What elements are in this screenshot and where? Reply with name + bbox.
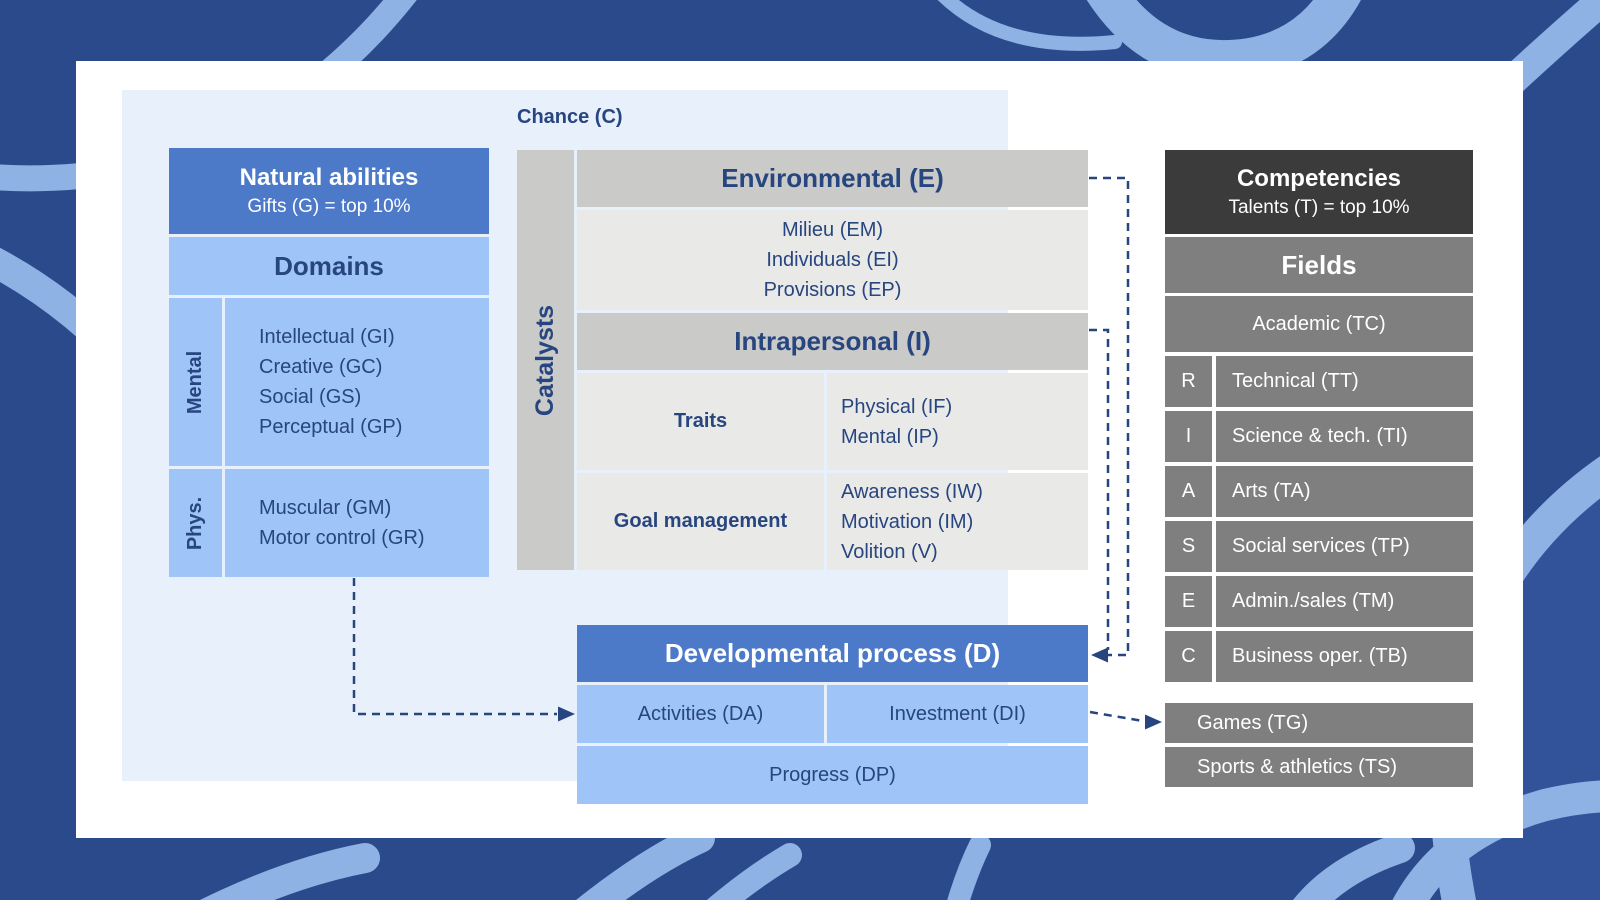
goal-management-label-cell: Goal management — [577, 473, 824, 570]
field-row: Business oper. (TB) — [1216, 631, 1473, 682]
trait-item: Mental (IP) — [841, 425, 939, 448]
goal-item: Awareness (IW) — [841, 480, 983, 503]
domain-item: Social (GS) — [259, 386, 362, 408]
field-row: Arts (TA) — [1216, 466, 1473, 517]
environmental-header: Environmental (E) — [577, 150, 1088, 207]
phys-label: Phys. — [184, 496, 207, 550]
competencies-header: Competencies Talents (T) = top 10% — [1165, 150, 1473, 234]
developmental-process-header: Developmental process (D) — [577, 625, 1088, 682]
mental-label-cell: Mental — [169, 298, 222, 466]
field-row: Science & tech. (TI) — [1216, 411, 1473, 462]
riasec-letter-cell: R — [1165, 356, 1212, 407]
academic-row: Academic (TC) — [1165, 296, 1473, 352]
domain-item: Muscular (GM) — [259, 497, 392, 519]
field-row: Technical (TT) — [1216, 356, 1473, 407]
riasec-letter-cell: E — [1165, 576, 1212, 627]
natural-abilities-header: Natural abilities Gifts (G) = top 10% — [169, 148, 489, 234]
trait-item: Physical (IF) — [841, 395, 953, 418]
progress-cell: Progress (DP) — [577, 746, 1088, 804]
activities-cell: Activities (DA) — [577, 685, 824, 743]
goal-item: Motivation (IM) — [841, 510, 974, 533]
domain-item: Creative (GC) — [259, 356, 383, 378]
riasec-letter-cell: I — [1165, 411, 1212, 462]
competencies-subtitle: Talents (T) = top 10% — [1228, 196, 1410, 218]
traits-items-cell: Physical (IF) Mental (IP) — [827, 373, 1088, 470]
domains-header: Domains — [169, 237, 489, 295]
fields-header: Fields — [1165, 237, 1473, 293]
environmental-items-cell: Milieu (EM) Individuals (EI) Provisions … — [577, 210, 1088, 310]
competencies-title: Competencies — [1236, 164, 1402, 192]
games-row: Games (TG) — [1165, 703, 1473, 743]
field-row: Social services (TP) — [1216, 521, 1473, 572]
natural-abilities-title: Natural abilities — [239, 163, 419, 191]
phys-domains-cell: Muscular (GM) Motor control (GR) — [225, 469, 489, 577]
domain-item: Motor control (GR) — [259, 527, 425, 549]
phys-label-cell: Phys. — [169, 469, 222, 577]
goal-management-items-cell: Awareness (IW) Motivation (IM) Volition … — [827, 473, 1088, 570]
sports-row: Sports & athletics (TS) — [1165, 747, 1473, 787]
riasec-letter-cell: C — [1165, 631, 1212, 682]
domain-item: Perceptual (GP) — [259, 416, 403, 438]
environmental-item: Milieu (EM) — [781, 219, 884, 241]
intrapersonal-header: Intrapersonal (I) — [577, 313, 1088, 370]
field-row: Admin./sales (TM) — [1216, 576, 1473, 627]
environmental-item: Individuals (EI) — [766, 249, 899, 271]
catalysts-label: Catalysts — [531, 304, 560, 416]
mental-label: Mental — [184, 350, 206, 414]
domain-item: Intellectual (GI) — [259, 326, 395, 348]
catalysts-column: Catalysts — [517, 150, 574, 570]
goal-item: Volition (V) — [841, 540, 938, 563]
natural-abilities-subtitle: Gifts (G) = top 10% — [247, 195, 411, 217]
riasec-letter-cell: A — [1165, 466, 1212, 517]
chance-label: Chance (C) — [517, 106, 623, 128]
environmental-item: Provisions (EP) — [763, 279, 902, 301]
riasec-letter-cell: S — [1165, 521, 1212, 572]
mental-domains-cell: Intellectual (GI) Creative (GC) Social (… — [225, 298, 489, 466]
traits-label-cell: Traits — [577, 373, 824, 470]
investment-cell: Investment (DI) — [827, 685, 1088, 743]
